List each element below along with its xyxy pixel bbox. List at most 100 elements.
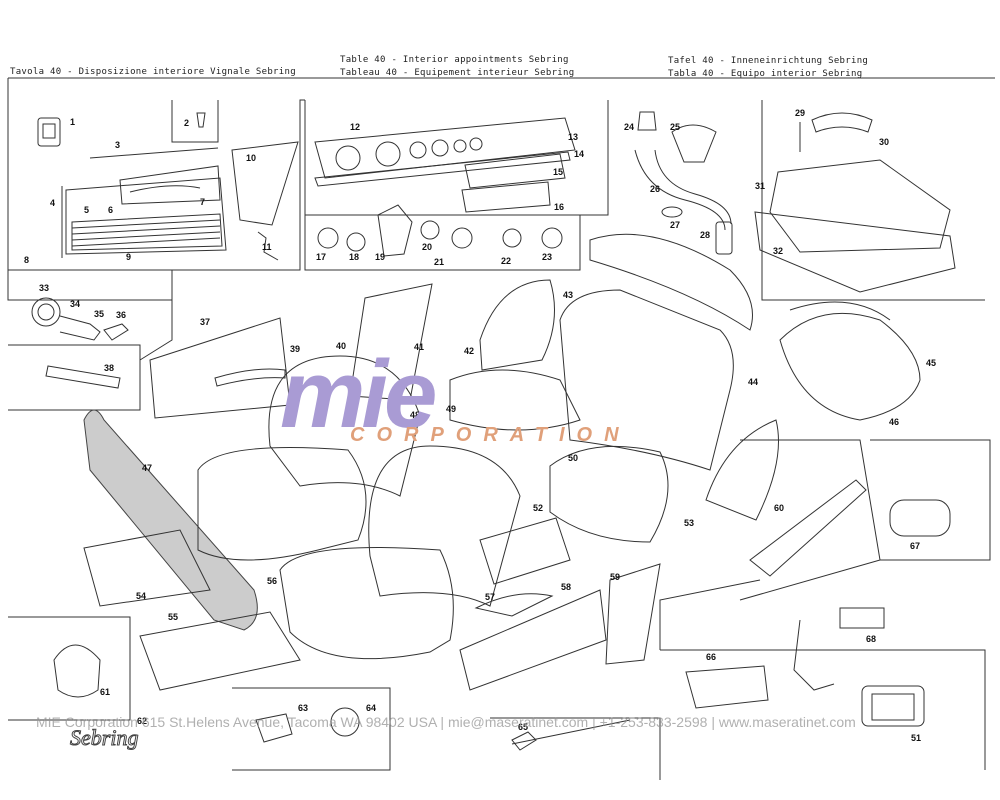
part-number-label: 31 — [755, 181, 766, 191]
part-number-label: 36 — [116, 310, 127, 320]
frame-carpet — [761, 100, 985, 301]
part-number-label: 30 — [879, 137, 890, 147]
part-dashboard — [314, 117, 576, 179]
frame-bottom-65 — [490, 717, 661, 780]
part-front-seat-left — [197, 447, 367, 561]
mie-watermark-tagline: CORPORATION — [350, 424, 631, 446]
part-ashtray — [685, 665, 769, 709]
part-number-label: 58 — [561, 582, 572, 592]
part-number-label: 65 — [518, 722, 529, 732]
part-number-label: 60 — [774, 503, 785, 513]
part-number-label: 34 — [70, 299, 81, 309]
part-number-label: 35 — [94, 309, 105, 319]
header-en: Table 40 - Interior appointments Sebring — [340, 55, 569, 65]
part-number-label: 28 — [700, 230, 711, 240]
sebring-script-logo: Sebring — [70, 725, 138, 750]
frame-small-top — [171, 100, 219, 143]
frame-panel-door — [7, 78, 305, 271]
frame-knobs — [304, 215, 581, 271]
part-number-label: 49 — [446, 404, 457, 414]
part-number-label: 25 — [670, 122, 681, 132]
part-number-label: 27 — [670, 220, 681, 230]
part-number-label: 43 — [563, 290, 574, 300]
part-number-label: 59 — [610, 572, 621, 582]
part-front-seat-right — [279, 547, 454, 660]
part-number-label: 53 — [684, 518, 695, 528]
part-number-label: 23 — [542, 252, 553, 262]
part-number-label: 38 — [104, 363, 115, 373]
part-number-label: 40 — [336, 341, 347, 351]
part-floor-mat — [769, 159, 951, 253]
part-number-label: 8 — [24, 255, 30, 265]
part-number-label: 48 — [410, 410, 421, 420]
part-number-label: 52 — [533, 503, 544, 513]
part-number-label: 4 — [50, 198, 56, 208]
part-number-label: 9 — [126, 252, 132, 262]
part-door-panel — [65, 177, 227, 255]
frame-visor — [739, 439, 881, 601]
part-number-label: 21 — [434, 257, 445, 267]
part-number-label: 1 — [70, 117, 76, 127]
part-number-label: 26 — [650, 184, 661, 194]
part-number-label: 46 — [889, 417, 900, 427]
part-number-label: 55 — [168, 612, 179, 622]
header-fr: Tableau 40 - Equipement interieur Sebrin… — [340, 68, 575, 78]
part-number-label: 6 — [108, 205, 114, 215]
frame-lock2 — [139, 270, 173, 361]
frame-mirror — [870, 439, 991, 561]
part-number-label: 22 — [501, 256, 512, 266]
header-it: Tavola 40 - Disposizione interiore Vigna… — [10, 67, 296, 77]
header-es: Tabla 40 - Equipo interior Sebring — [668, 69, 863, 79]
part-number-label: 61 — [100, 687, 111, 697]
part-parcel-shelf — [83, 409, 258, 631]
part-number-label: 13 — [568, 132, 579, 142]
part-number-label: 10 — [246, 153, 257, 163]
part-rear-seat-back — [559, 289, 734, 471]
part-number-label: 41 — [414, 342, 425, 352]
part-number-label: 44 — [748, 377, 759, 387]
part-number-label: 16 — [554, 202, 565, 212]
frame-bottom-mid — [232, 687, 391, 771]
part-number-label: 18 — [349, 252, 360, 262]
part-number-label: 14 — [574, 149, 585, 159]
part-number-label: 37 — [200, 317, 211, 327]
frame-divider — [659, 579, 761, 650]
part-number-label: 50 — [568, 453, 579, 463]
part-switch — [37, 117, 61, 147]
part-number-label: 39 — [290, 344, 301, 354]
frame-dash — [304, 100, 609, 216]
part-number-label: 62 — [137, 716, 148, 726]
part-number-label: 24 — [624, 122, 635, 132]
part-number-label: 64 — [366, 703, 377, 713]
part-number-label: 15 — [553, 167, 564, 177]
frame-bottom-right — [660, 649, 986, 770]
part-number-label: 20 — [422, 242, 433, 252]
frame-rail — [8, 344, 141, 411]
part-quarter-panel — [149, 317, 291, 419]
part-number-label: 63 — [298, 703, 309, 713]
frame-bottom-left — [8, 616, 131, 721]
part-number-label: 47 — [142, 463, 153, 473]
part-number-label: 29 — [795, 108, 806, 118]
part-number-label: 12 — [350, 122, 361, 132]
part-number-label: 32 — [773, 246, 784, 256]
part-number-label: 42 — [464, 346, 475, 356]
mie-watermark-logo: mie — [280, 341, 437, 448]
part-number-label: 5 — [84, 205, 90, 215]
frame-lock — [7, 270, 173, 301]
part-number-label: 7 — [200, 197, 206, 207]
part-number-label: 57 — [485, 592, 496, 602]
part-clock — [861, 685, 925, 727]
part-number-label: 33 — [39, 283, 50, 293]
part-number-label: 66 — [706, 652, 717, 662]
footer-contact: MIE Corporation 615 St.Helens Avenue, Ta… — [36, 714, 856, 730]
part-number-label: 17 — [316, 252, 327, 262]
part-number-label: 2 — [184, 118, 190, 128]
part-number-label: 68 — [866, 634, 877, 644]
part-number-label: 67 — [910, 541, 921, 551]
part-number-label: 19 — [375, 252, 386, 262]
header-de: Tafel 40 - Inneneinrichtung Sebring — [668, 56, 869, 66]
part-number-label: 54 — [136, 591, 147, 601]
part-number-label: 51 — [911, 733, 922, 743]
